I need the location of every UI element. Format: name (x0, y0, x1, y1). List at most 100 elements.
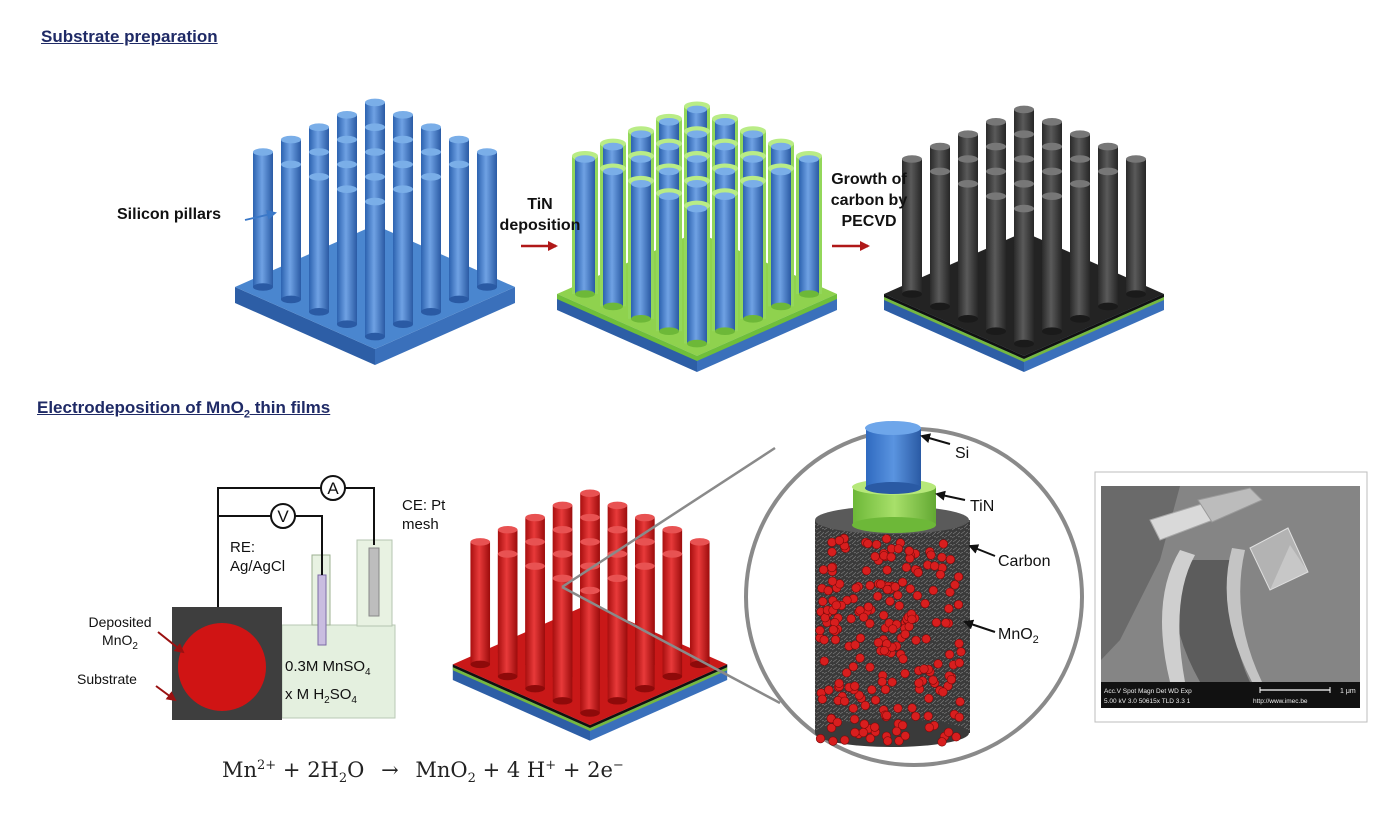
eq-water-o: O (347, 758, 365, 782)
pillar (958, 180, 978, 323)
pillar-cap (1070, 130, 1090, 138)
mno2-particle (871, 539, 882, 550)
eq-electron: 2e (587, 758, 613, 782)
mno2-particle (911, 711, 921, 721)
pillar-body (635, 566, 655, 689)
substrate-label: Substrate (77, 671, 137, 687)
mno2-particle (870, 695, 881, 705)
pillar-foot (477, 283, 497, 291)
pillar-foot (771, 302, 791, 311)
mno2-particles (815, 533, 966, 747)
pillar-foot (799, 290, 819, 298)
carbon-pointer (968, 544, 996, 557)
mno2-particle (937, 552, 947, 562)
eq-proton-charge: + (545, 758, 557, 773)
base-band (884, 297, 1024, 362)
mno2-particle (828, 625, 838, 635)
ammeter-label: A (327, 479, 339, 498)
mno2-particle (935, 569, 946, 580)
base-band (884, 294, 1024, 359)
pillar-body (552, 578, 573, 701)
eq-plus2: + (482, 758, 501, 782)
re-line1: RE: (230, 539, 256, 556)
mno2-particle (850, 640, 860, 650)
pillar-cap (1014, 105, 1034, 114)
eq-water-coef: 2H (307, 758, 339, 782)
pillar-cap (687, 180, 707, 188)
pillar-body (631, 183, 651, 319)
electrodeposition-title: Electrodeposition of MnO2 thin films (37, 398, 330, 420)
pillar-cap (309, 173, 329, 181)
pillar-cap (365, 98, 385, 107)
pillar-cap (1042, 118, 1062, 126)
mno2-particle (893, 703, 903, 713)
mno2-particle (834, 678, 844, 688)
pillar-cap (421, 173, 441, 181)
deposited-line2: MnO2 (72, 631, 168, 656)
pillar-body (337, 189, 357, 325)
pillar-cap (607, 550, 628, 558)
mno2-particle (946, 674, 957, 685)
pillar-cap (659, 142, 679, 151)
pillar-body (393, 189, 413, 325)
pillar-body (281, 164, 301, 300)
mno2-particle (943, 727, 954, 737)
zoom-inset (744, 421, 1084, 767)
tin-step-line2: deposition (499, 217, 581, 234)
pillar (684, 200, 710, 348)
mno2-particle (819, 635, 829, 645)
electrolyte-line1-sub: 4 (365, 667, 371, 678)
pillar-foot (575, 290, 595, 298)
pillar-foot (607, 697, 628, 705)
pillar-foot (281, 295, 301, 304)
eq-proton: 4 H (506, 758, 546, 782)
pillar-cap (525, 562, 545, 570)
si-pointer (920, 433, 951, 445)
sem-info-line1: Acc.V Spot Magn Det WD Exp (1104, 688, 1192, 695)
tin-pointer (935, 490, 966, 501)
pillar-cap (607, 525, 628, 534)
pillar (986, 192, 1006, 336)
pillar-body (1014, 208, 1034, 344)
mno2-particle (931, 617, 942, 628)
pillar-cap (1042, 142, 1062, 151)
pillar-cap (525, 538, 545, 546)
sem-info-line2: 5.00 kV 3.0 50615x TLD 3.3 1 (1104, 698, 1191, 705)
pillar (1042, 192, 1062, 336)
pillar-cap (337, 185, 357, 193)
deposited-mno2-disk (178, 623, 266, 711)
mno2-particle (827, 576, 838, 586)
pillar-body (580, 590, 600, 713)
pillar-body (603, 171, 623, 307)
pillar-body (659, 196, 679, 332)
mno2-particle (924, 722, 934, 733)
mno2-particle (859, 612, 869, 622)
mno2-particle (898, 720, 908, 730)
pillar-foot (309, 308, 329, 316)
pillar-cap (603, 142, 623, 151)
pillar (656, 188, 682, 336)
pillar (635, 562, 655, 693)
mno2-particle (905, 584, 915, 594)
mno2-particle (832, 717, 843, 727)
carbon-growth-label: Growth of carbon by PECVD (814, 169, 924, 232)
pillar-cap (958, 130, 978, 138)
pillar-cap (715, 118, 735, 126)
pillar-foot (1042, 327, 1062, 336)
pillar-cap (743, 155, 763, 163)
pillar-body (958, 183, 978, 319)
pillar-cap (771, 167, 791, 176)
mno2-particle (904, 546, 914, 556)
pillar-cap (902, 155, 922, 163)
mno2-particle (929, 561, 940, 571)
pillar-foot (1126, 290, 1146, 298)
mno2-pointer (963, 619, 996, 633)
mno2-particle (842, 668, 852, 678)
pillar-cap (689, 538, 710, 546)
pillar-body (930, 171, 950, 307)
pillar-cap (580, 586, 600, 595)
mno2-particle (938, 687, 948, 697)
pillar-cap (930, 142, 950, 151)
mno2-particle (894, 601, 904, 611)
electrolyte-line2-mid: SO (329, 686, 352, 703)
